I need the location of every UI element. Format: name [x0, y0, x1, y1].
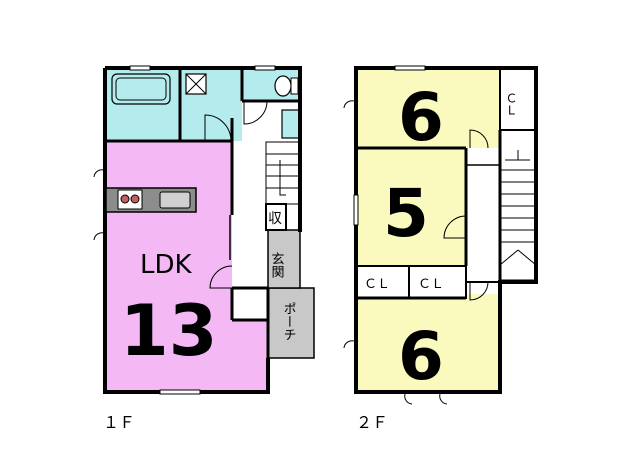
toilet-bowl	[274, 75, 292, 97]
entrance-label: 玄関	[269, 252, 285, 279]
floor-2-plan: 6 5 6 ＣＬ ＣＬ ＣＬ ２Ｆ	[343, 65, 538, 432]
closet-right	[408, 265, 467, 299]
floor-1-stairs	[265, 141, 301, 205]
washbasin	[281, 109, 301, 139]
storage-label: 収	[268, 211, 282, 227]
bedroom-6-lower	[356, 294, 500, 392]
porch-label: ポーチ	[281, 302, 296, 341]
floor-1-windows	[93, 65, 276, 395]
bathtub	[111, 73, 171, 105]
room-size-6-lower: 6	[398, 318, 444, 395]
entrance-area	[267, 229, 301, 289]
closet-label-left: ＣＬ	[364, 277, 390, 292]
closet-label-right: ＣＬ	[418, 277, 444, 292]
floor-2-stairs	[499, 129, 537, 281]
floor-2-label: ２Ｆ	[356, 413, 388, 432]
floor-1-label: １Ｆ	[103, 413, 135, 432]
bedroom-5	[356, 148, 466, 266]
room-size-6-upper: 6	[398, 79, 444, 156]
room-size-5: 5	[383, 175, 429, 252]
closet-label-top-right: ＣＬ	[504, 92, 518, 116]
floor-1-plan: LDK 13 収 玄関 ポーチ １Ｆ	[93, 65, 315, 432]
hall-area	[466, 148, 500, 282]
sink	[159, 191, 191, 209]
floor-2-windows	[343, 65, 448, 405]
bedroom-6-upper	[356, 68, 500, 148]
ldk-label: LDK	[140, 250, 193, 280]
ldk-size: 13	[120, 290, 217, 372]
closet-left	[355, 265, 410, 299]
